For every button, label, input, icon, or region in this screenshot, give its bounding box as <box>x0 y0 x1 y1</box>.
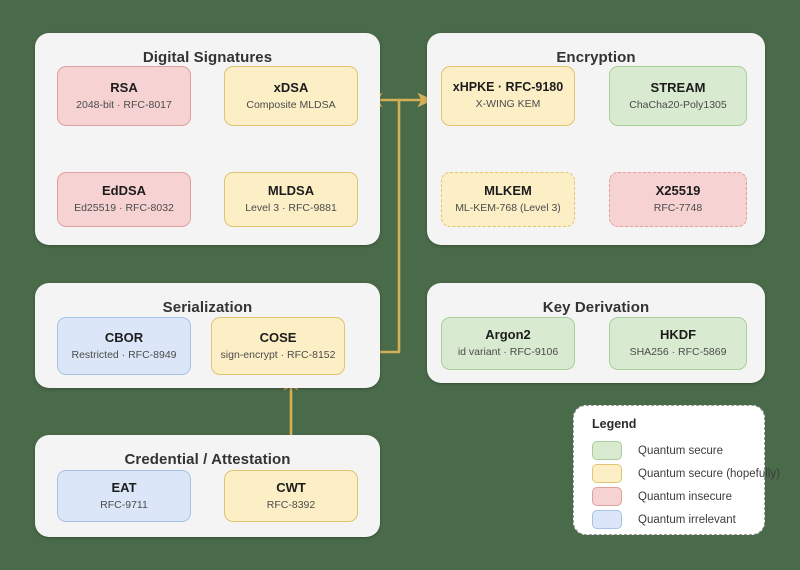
legend-row-quantum-secure: Quantum secure <box>592 441 723 460</box>
node-x25519-name: X25519 <box>655 183 701 199</box>
legend-swatch-blue <box>592 510 622 529</box>
node-cose[interactable]: COSE sign-encrypt · RFC-8152 <box>211 317 345 375</box>
node-cose-sub: sign-encrypt · RFC-8152 <box>220 348 336 361</box>
node-xdsa-sub: Composite MLDSA <box>246 98 336 111</box>
node-argon2-name: Argon2 <box>485 327 531 343</box>
node-mldsa[interactable]: MLDSA Level 3 · RFC-9881 <box>224 172 358 227</box>
node-eddsa[interactable]: EdDSA Ed25519 · RFC-8032 <box>57 172 191 227</box>
node-hkdf[interactable]: HKDF SHA256 · RFC-5869 <box>609 317 747 370</box>
legend-title: Legend <box>592 417 637 431</box>
node-cwt-name: CWT <box>276 479 306 495</box>
node-argon2-sub: id variant · RFC-9106 <box>457 346 559 359</box>
legend-swatch-green <box>592 441 622 460</box>
node-xhpke[interactable]: xHPKE · RFC-9180 X-WING KEM <box>441 66 575 126</box>
node-cbor-name: CBOR <box>104 329 144 345</box>
node-mlkem-name: MLKEM <box>484 183 532 199</box>
legend-label-quantum-insecure: Quantum insecure <box>638 490 732 503</box>
legend-label-quantum-irrelevant: Quantum irrelevant <box>638 513 736 526</box>
legend-label-quantum-secure: Quantum secure <box>638 444 724 457</box>
node-mlkem-sub: ML-KEM-768 (Level 3) <box>455 202 561 215</box>
node-stream[interactable]: STREAM ChaCha20-Poly1305 <box>609 66 747 126</box>
node-xhpke-name: xHPKE · RFC-9180 <box>452 79 564 94</box>
node-mldsa-name: MLDSA <box>267 183 315 199</box>
node-eat-sub: RFC-9711 <box>100 498 148 511</box>
legend-swatch-yellow <box>592 464 622 483</box>
node-hkdf-sub: SHA256 · RFC-5869 <box>629 346 727 359</box>
group-title-credential-attestation: Credential / Attestation <box>124 451 291 468</box>
node-stream-name: STREAM <box>650 79 706 95</box>
node-cwt-sub: RFC-8392 <box>266 498 316 511</box>
node-x25519[interactable]: X25519 RFC-7748 <box>609 172 747 227</box>
node-argon2[interactable]: Argon2 id variant · RFC-9106 <box>441 317 575 370</box>
node-stream-sub: ChaCha20-Poly1305 <box>629 98 727 111</box>
node-cbor-sub: Restricted · RFC-8949 <box>71 348 177 361</box>
group-title-digital-signatures: Digital Signatures <box>142 49 273 66</box>
node-rsa[interactable]: RSA 2048-bit · RFC-8017 <box>57 66 191 126</box>
legend-row-quantum-insecure: Quantum insecure <box>592 487 732 506</box>
group-title-serialization: Serialization <box>162 299 253 316</box>
node-x25519-sub: RFC-7748 <box>653 202 703 215</box>
node-xhpke-sub: X-WING KEM <box>475 98 541 111</box>
legend-swatch-pink <box>592 487 622 506</box>
legend-label-quantum-secure-hopefully: Quantum secure (hopefully) <box>638 467 780 480</box>
legend-row-quantum-irrelevant: Quantum irrelevant <box>592 510 736 529</box>
legend-row-quantum-secure-hopefully: Quantum secure (hopefully) <box>592 464 780 483</box>
node-cose-name: COSE <box>259 329 297 345</box>
group-title-key-derivation: Key Derivation <box>542 299 650 316</box>
node-rsa-sub: 2048-bit · RFC-8017 <box>76 98 172 111</box>
group-title-encryption: Encryption <box>556 49 636 66</box>
node-rsa-name: RSA <box>110 79 138 95</box>
node-eddsa-sub: Ed25519 · RFC-8032 <box>74 202 174 215</box>
node-mldsa-sub: Level 3 · RFC-9881 <box>245 202 337 215</box>
node-xdsa[interactable]: xDSA Composite MLDSA <box>224 66 358 126</box>
node-eat-name: EAT <box>111 479 137 495</box>
node-cbor[interactable]: CBOR Restricted · RFC-8949 <box>57 317 191 375</box>
node-xdsa-name: xDSA <box>273 79 309 95</box>
legend: Legend Quantum secure Quantum secure (ho… <box>573 405 780 535</box>
node-eddsa-name: EdDSA <box>101 183 147 199</box>
node-hkdf-name: HKDF <box>659 327 697 343</box>
node-eat[interactable]: EAT RFC-9711 <box>57 470 191 522</box>
node-cwt[interactable]: CWT RFC-8392 <box>224 470 358 522</box>
node-mlkem[interactable]: MLKEM ML-KEM-768 (Level 3) <box>441 172 575 227</box>
